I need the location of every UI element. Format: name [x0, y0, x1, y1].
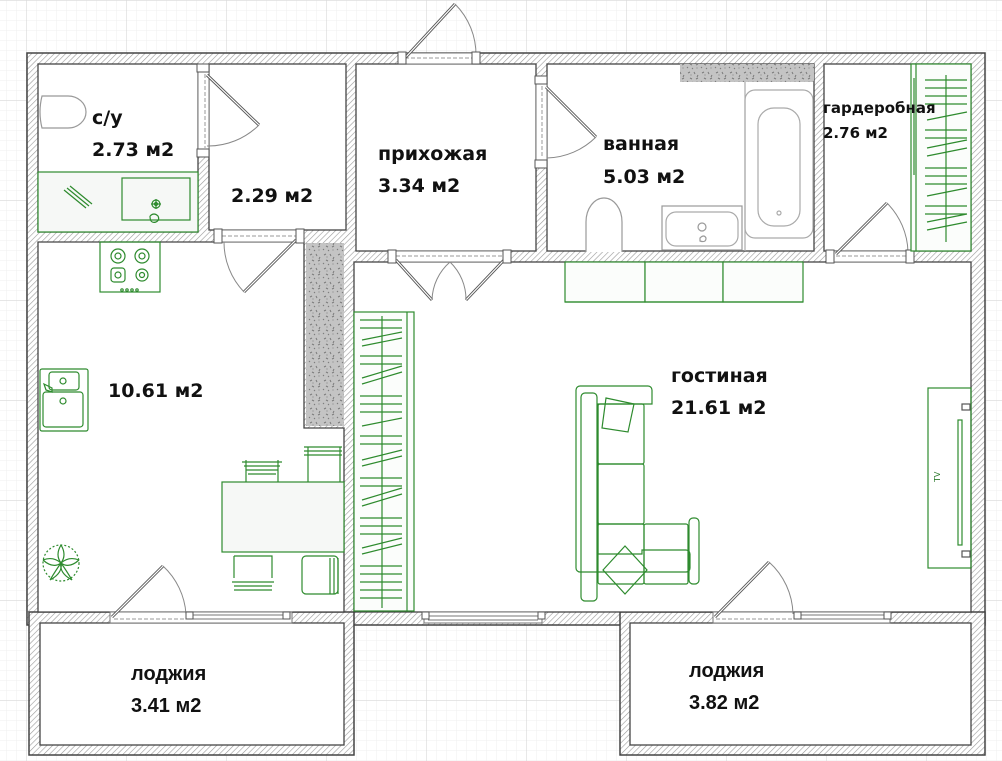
wardrobe-closet: [910, 63, 972, 252]
sofa-icon: [575, 385, 700, 602]
room-area-loggia2: 3.82 м2: [689, 692, 759, 714]
room-area-living: 21.61 м2: [671, 397, 766, 419]
room-name-bathroom: ванная: [603, 133, 679, 155]
plant-icon: [42, 544, 80, 582]
room-area-storage: 2.29 м2: [231, 185, 313, 207]
sideboard: [564, 261, 804, 303]
room-loggia1: [39, 622, 345, 746]
dining-table: [221, 446, 345, 595]
room-name-living: гостиная: [671, 365, 768, 387]
room-area-wc: 2.73 м2: [92, 139, 174, 161]
room-name-hall: прихожая: [378, 143, 487, 165]
rooms: [37, 63, 972, 746]
kitchen-sink-icon: [39, 368, 89, 432]
room-kitchen: [37, 241, 345, 613]
room-area-bathroom: 5.03 м2: [603, 166, 685, 188]
tv-stand: [927, 387, 972, 569]
kitchen-balcony-door: [109, 564, 293, 624]
living-closet: [353, 311, 415, 612]
storage-door: [213, 228, 305, 294]
room-area-hall: 3.34 м2: [378, 175, 460, 197]
living-balcony-door: [712, 560, 892, 624]
stove-icon: [99, 241, 161, 293]
toilet-icon: [39, 95, 87, 129]
bathtub-icon: [744, 89, 814, 239]
room-name-loggia2: лоджия: [689, 660, 764, 682]
room-area-kitchen: 10.61 м2: [108, 380, 203, 402]
bathroom-toilet-icon: [585, 197, 623, 252]
room-area-loggia1: 3.41 м2: [131, 695, 201, 717]
room-loggia2: [629, 622, 972, 746]
wardrobe-door: [825, 201, 915, 264]
doors: [109, 2, 915, 624]
room-living: [353, 261, 972, 613]
room-name-wc: с/у: [92, 107, 123, 129]
room-name-wardrobe: гардеробная: [823, 99, 936, 117]
wc-sink-icon: [121, 177, 191, 221]
bathroom-sink-icon: [661, 205, 743, 251]
bathroom-door: [534, 75, 598, 169]
furniture: [37, 63, 972, 612]
living-double-door: [387, 249, 512, 302]
clothes-hangers: [360, 79, 968, 599]
wc-door: [196, 63, 261, 158]
room-name-loggia1: лоджия: [131, 663, 206, 685]
concrete-strip: [680, 64, 814, 82]
tv-label: TV: [933, 471, 942, 483]
room-area-wardrobe: 2.76 м2: [823, 124, 888, 142]
entrance-door: [397, 2, 481, 65]
concrete-column: [306, 243, 344, 426]
wc-counter: [37, 171, 199, 233]
living-window: [421, 611, 546, 624]
room-labels: с/у 2.73 м2 2.29 м2 прихожая 3.34 м2 ван…: [92, 99, 936, 717]
